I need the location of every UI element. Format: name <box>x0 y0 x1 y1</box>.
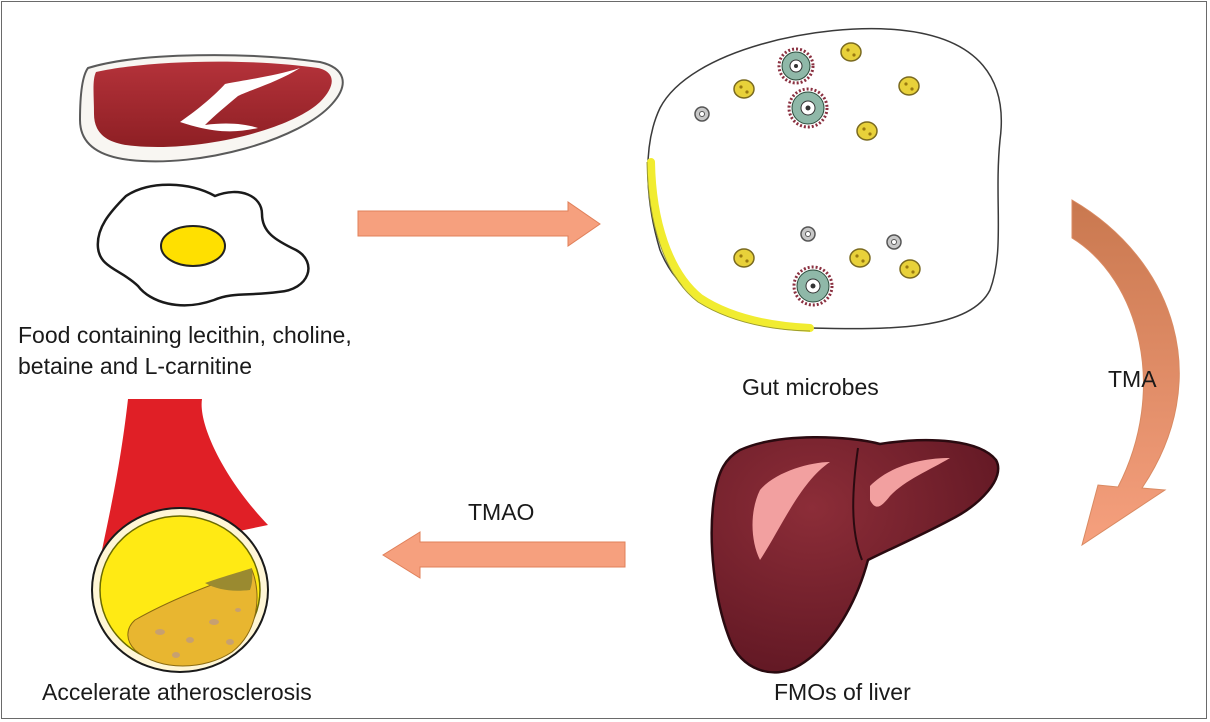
label-food: Food containing lecithin, choline, betai… <box>18 320 352 382</box>
label-tma: TMA <box>1108 366 1157 392</box>
label-food-line1: Food containing lecithin, choline, <box>18 322 352 348</box>
label-food-line2: betaine and L-carnitine <box>18 353 252 379</box>
microbe-yellow-group <box>733 42 921 279</box>
microbe-gray-group <box>694 106 902 250</box>
arrow-food-to-gut <box>357 201 601 247</box>
microbe-green-group <box>777 47 834 307</box>
artery-icon <box>91 399 269 673</box>
arrow-gut-to-liver <box>1071 199 1180 547</box>
label-tmao: TMAO <box>468 499 535 525</box>
label-atherosclerosis: Accelerate atherosclerosis <box>42 679 312 705</box>
label-fmos-of-liver: FMOs of liver <box>774 679 911 705</box>
microbe-yellow-dots <box>739 48 915 274</box>
label-gut-microbes: Gut microbes <box>742 374 879 400</box>
meat-icon <box>78 54 344 163</box>
egg-icon <box>96 183 310 307</box>
arrow-liver-to-artery <box>382 531 626 579</box>
liver-icon <box>710 435 1000 674</box>
